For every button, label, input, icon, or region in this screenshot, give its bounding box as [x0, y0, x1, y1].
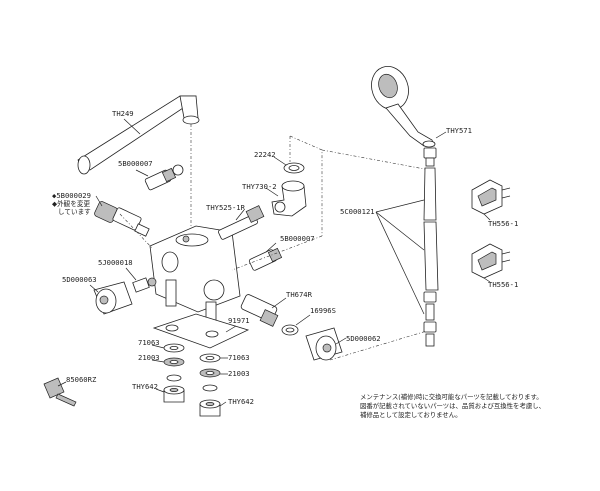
handle-5d000063	[93, 281, 133, 315]
label-th556-lower: TH556-1	[488, 280, 518, 289]
label-5d000062: 5D000062	[346, 334, 381, 343]
label-5d000063: 5D000063	[62, 275, 97, 284]
handle-5d000062	[305, 327, 343, 361]
label-91971: 91971	[228, 316, 250, 325]
label-71063-right: 71063	[228, 353, 250, 362]
label-71063-left: 71063	[138, 338, 160, 347]
cartridge-5b000007-top	[144, 164, 184, 191]
label-5b000029: ◆5B000029	[52, 191, 91, 200]
label-thy525: THY525-1R	[206, 203, 246, 212]
washer-stack-right	[199, 353, 221, 417]
gasket-91971	[152, 313, 250, 349]
label-thy730: THY730-2	[242, 182, 277, 191]
note-line-1: メンテナンス(補修)時に交換可能なパーツを記載しております。	[360, 393, 543, 401]
part-5j000018	[132, 277, 157, 293]
note-5b000029-2: しています	[58, 208, 91, 216]
label-21003-right: 21003	[228, 369, 250, 378]
cartridge-5b000029	[94, 201, 150, 237]
elbow-thy730	[271, 162, 307, 217]
guide-lines	[119, 135, 431, 361]
label-th249: TH249	[112, 109, 134, 118]
label-85060rz: 85060RZ	[66, 375, 97, 384]
hand-shower-thy571	[371, 66, 436, 148]
label-5c000121: 5C000121	[340, 207, 375, 216]
note-line-2: 図番が記載されていないパーツは、品質および互換性を考慮し、	[360, 402, 546, 410]
part-th674r	[240, 294, 279, 327]
maintenance-note: メンテナンス(補修)時に交換可能なパーツを記載しております。 図番が記載されてい…	[360, 393, 595, 420]
label-5b000007-top: 5B000007	[118, 159, 153, 168]
holder-th556-upper	[471, 179, 511, 215]
note-5b000029-1: ◆外観を変更	[52, 199, 90, 208]
washer-stack-left	[163, 343, 185, 403]
mixer-body	[149, 225, 241, 331]
label-th674r: TH674R	[286, 290, 313, 299]
label-5j000018: 5J000018	[98, 258, 133, 267]
key-85060rz	[43, 377, 77, 407]
connector-thy525	[218, 205, 265, 240]
ring-16996s	[281, 324, 299, 336]
note-line-3: 補修品として設定しておりません。	[360, 411, 462, 419]
hose-5c000121	[423, 147, 439, 347]
spout-th249	[77, 95, 200, 232]
label-16996s: 16996S	[310, 306, 336, 315]
label-th556-upper: TH556-1	[488, 219, 518, 228]
cartridge-5b000007-mid	[248, 247, 283, 271]
holder-th556-lower	[471, 243, 511, 279]
label-22242: 22242	[254, 150, 276, 159]
label-thy642-right: THY642	[228, 397, 254, 406]
label-thy571: THY571	[446, 126, 472, 135]
label-5b000007-mid: 5B000007	[280, 234, 315, 243]
label-thy642-left: THY642	[132, 382, 158, 391]
label-21003-left: 21003	[138, 353, 160, 362]
